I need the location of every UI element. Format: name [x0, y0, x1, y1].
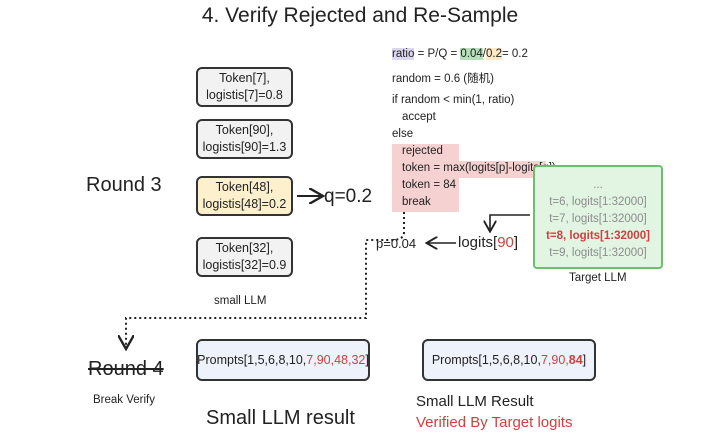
ratio-den: 0.2: [486, 48, 502, 60]
q-value-label: q=0.2: [324, 186, 373, 207]
verify-code-block: ratio = P/Q = 0.04/0.2= 0.2 random = 0.6…: [392, 46, 556, 211]
prompt-suffix: ]: [582, 353, 587, 367]
ratio-num: 0.04: [460, 48, 483, 60]
target-llm-box: ... t=6, logits[1:32000] t=7, logits[1:3…: [533, 165, 663, 269]
random-line: random = 0.6 (随机): [392, 73, 494, 85]
target-row: t=7, logits[1:32000]: [549, 213, 647, 225]
break-verify-label: Break Verify: [93, 394, 155, 406]
prompt-suffix: ]: [365, 353, 369, 367]
p-value-label: p=0.04: [376, 236, 417, 251]
token-box-7: Token[7], logistis[7]=0.8: [196, 67, 293, 107]
logits-suffix: ]: [513, 234, 519, 251]
small-llm-result-label: Small LLM result: [206, 407, 355, 429]
prompt-draft-tokens: 7,90,48,32: [306, 353, 366, 367]
token-box-48: Token[48], logistis[48]=0.2: [196, 176, 293, 216]
diagram-title: 4. Verify Rejected and Re-Sample: [201, 4, 519, 27]
prompt-prefix: Prompts[1,5,6,8,10,: [431, 353, 541, 367]
token-label: Token[32],: [215, 241, 274, 255]
prompt-accepted-tokens: 7,90,: [540, 353, 569, 367]
ratio-result: = 0.2: [502, 48, 528, 60]
token-logit: logistis[48]=0.2: [202, 197, 287, 211]
small-llm-prompt-box: Prompts[1,5,6,8,10,7,90,48,32]: [196, 339, 370, 381]
logits-prefix: logits[: [458, 234, 498, 251]
target-row: t=9, logits[1:32000]: [549, 247, 647, 259]
break-dotted-arrow: [126, 212, 405, 347]
token-logit: logistis[32]=0.9: [202, 258, 287, 272]
token-box-90: Token[90], logistis[90]=1.3: [196, 119, 293, 159]
token-label: Token[90],: [215, 123, 274, 137]
small-llm-label: small LLM: [214, 295, 267, 307]
else-line: else: [392, 128, 414, 140]
target-result-title: Small LLM Result: [416, 393, 534, 410]
ratio-line: ratio = P/Q = 0.04/0.2= 0.2: [392, 46, 556, 63]
ratio-var: ratio: [392, 48, 415, 60]
token-max-highlight: [392, 161, 546, 178]
target-prompt-box: Prompts[1,5,6,8,10,7,90,84]: [422, 339, 596, 381]
round-4-label: Round 4: [88, 358, 164, 380]
token-label: Token[7],: [219, 71, 270, 85]
break-line: break: [402, 196, 431, 208]
token-label: Token[48],: [215, 180, 274, 194]
logits-index: 90: [497, 234, 514, 251]
token-84-line: token = 84: [402, 179, 457, 191]
rejected-highlight-block: [392, 144, 459, 212]
if-line: if random < min(1, ratio): [392, 94, 515, 106]
target-row: ...: [593, 179, 603, 191]
target-result-subtitle: Verified By Target logits: [416, 414, 573, 431]
token-box-32: Token[32], logistis[32]=0.9: [196, 237, 293, 277]
ratio-slash: /: [482, 48, 486, 60]
token-logit: logistis[7]=0.8: [206, 88, 283, 102]
prompt-prefix: Prompts[1,5,6,8,10,: [197, 353, 307, 367]
accept-line: accept: [402, 111, 436, 123]
logits-label: logits[90]: [458, 234, 518, 251]
target-row: t=6, logits[1:32000]: [549, 196, 647, 208]
target-row-highlight: t=8, logits[1:32000]: [546, 230, 650, 242]
target-llm-label: Target LLM: [569, 272, 627, 284]
rejected-line: rejected: [402, 145, 443, 157]
prompt-resampled-token: 84: [568, 353, 583, 367]
token-max-line: token = max(logits[p]-logits[q]): [402, 162, 556, 174]
arrow-target-to-logits: [490, 214, 530, 230]
ratio-eq: = P/Q =: [414, 48, 461, 60]
round-3-label: Round 3: [86, 174, 162, 196]
token-logit: logistis[90]=1.3: [202, 140, 287, 154]
